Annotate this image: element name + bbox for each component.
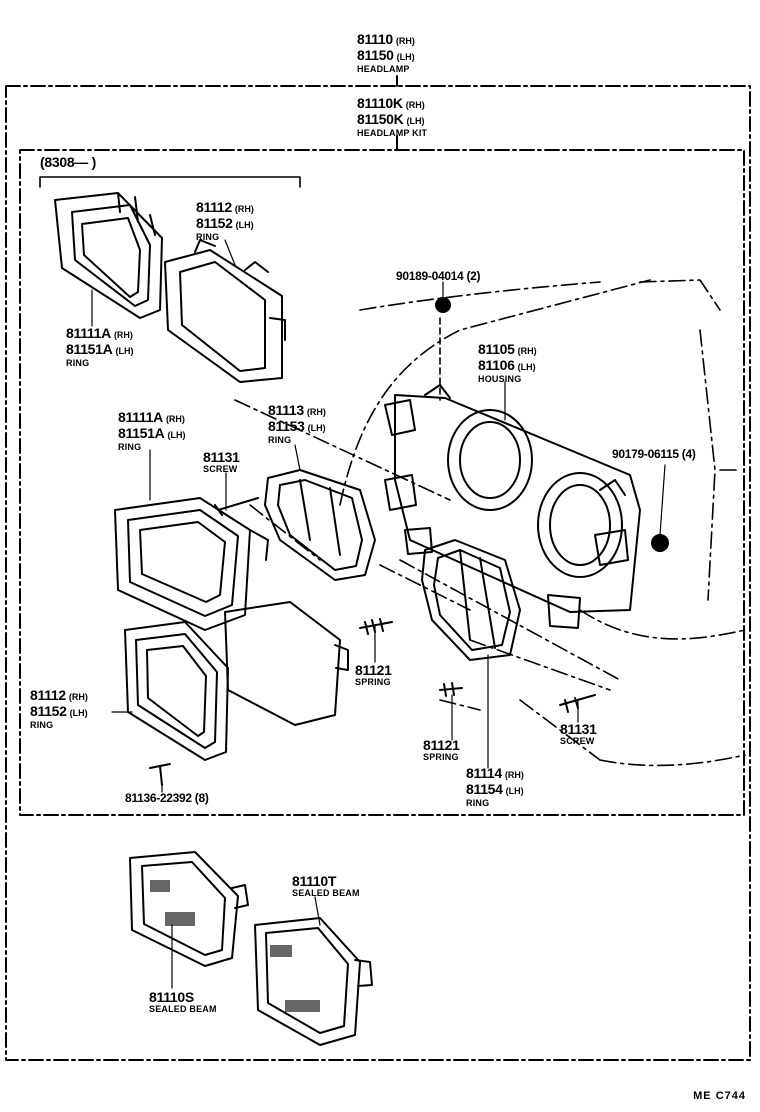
headlamp-frame: [5, 85, 751, 1061]
side-tag: (RH): [395, 36, 415, 46]
housing-drawing: [384, 384, 641, 629]
spring-81121-right-label: 81121 SPRING: [423, 737, 460, 762]
sealed-beam-81110t-drawing: [254, 917, 373, 1046]
headlamp-kit-label: 81110K(RH) 81150K(LH) HEADLAMP KIT: [357, 96, 427, 138]
ring-81111a-mid-label: 81111A(RH) 81151A(LH) RING: [118, 409, 186, 452]
ring-81112-top-label: 81112(RH) 81152(LH) RING: [196, 199, 254, 242]
headlamp-label: 81110(RH) 81150(LH) HEADLAMP: [357, 32, 415, 74]
part-number: 81110K: [357, 95, 403, 111]
ring-81112-top-drawing: [164, 239, 286, 383]
side-tag: (RH): [405, 100, 425, 110]
screw-81131-left-drawing: [214, 497, 259, 516]
side-tag: (LH): [406, 116, 425, 126]
spring-81121-right-drawing: [439, 682, 463, 697]
ring-81113-label: 81113(RH) 81153(LH) RING: [268, 402, 326, 445]
ring-81114-drawing: [421, 539, 521, 661]
screw-81131-left-label: 81131 SCREW: [203, 449, 240, 474]
date-range-label: (8308— ): [40, 154, 96, 170]
ring-81111a-top-label: 81111A(RH) 81151A(LH) RING: [66, 325, 134, 368]
part-number: 81150: [357, 47, 394, 63]
part-name: HEADLAMP: [357, 64, 410, 74]
vehicle-body-outline: [234, 279, 746, 767]
ring-81114-label: 81114(RH) 81154(LH) RING: [466, 765, 524, 808]
part-number: 81150K: [357, 111, 404, 127]
ring-81113-drawing: [264, 469, 376, 581]
diagram-code: ME C744: [693, 1090, 746, 1102]
ring-81112-bottom-drawing: [124, 621, 229, 761]
nut-90179-label: 90179-06115 (4): [612, 447, 696, 461]
housing-label: 81105(RH) 81106(LH) HOUSING: [478, 341, 537, 384]
sealed-beam-81110s-drawing: [129, 851, 249, 967]
nut-90189-label: 90189-04014 (2): [396, 269, 481, 283]
ring-81111a-top-drawing: [54, 192, 163, 319]
screw-81136-drawing: [149, 763, 171, 786]
ring-81111a-mid-drawing: [114, 497, 269, 631]
ring-81112-bottom-label: 81112(RH) 81152(LH) RING: [30, 687, 88, 730]
screw-81131-right-label: 81131 SCREW: [560, 721, 597, 746]
leader-lines: [91, 239, 666, 989]
part-name: HEADLAMP KIT: [357, 128, 428, 138]
sealed-beam-assembly-drawing: [224, 601, 349, 726]
lens-texture: [150, 880, 320, 1012]
side-tag: (LH): [396, 52, 415, 62]
spring-81121-left-label: 81121 SPRING: [355, 662, 392, 687]
spring-81121-left-drawing: [359, 618, 393, 635]
nut-90179-icon: [651, 534, 669, 552]
screw-81136-label: 81136-22392 (8): [125, 791, 209, 805]
sealed-beam-81110s-label: 81110S SEALED BEAM: [149, 989, 217, 1014]
nut-90189-icon: [435, 297, 451, 313]
sealed-beam-81110t-label: 81110T SEALED BEAM: [292, 873, 360, 898]
part-number: 81110: [357, 31, 393, 47]
headlamp-kit-frame: [19, 149, 745, 816]
